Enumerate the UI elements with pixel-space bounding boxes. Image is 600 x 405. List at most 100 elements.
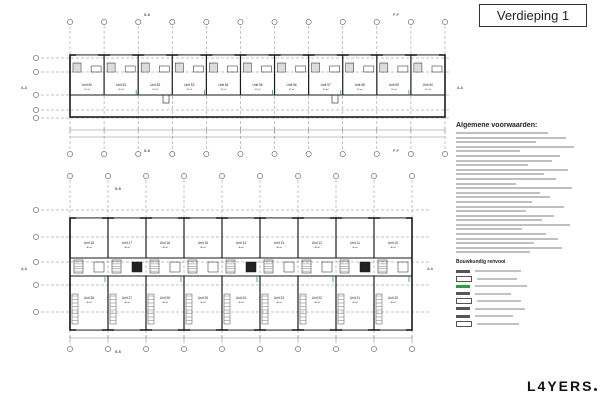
unit-label: Unit 11 — [350, 241, 360, 245]
grid-bubble-top — [135, 19, 142, 25]
legend-text-line — [475, 315, 513, 318]
unit-label: Unit 18 — [84, 241, 94, 245]
note-text-line — [456, 223, 570, 226]
grid-bubble-left — [33, 115, 39, 121]
bathroom-core — [243, 62, 252, 73]
unit-area: 48 m² — [162, 246, 168, 249]
legend-symbol-icon — [456, 269, 470, 273]
grid-bubble-top — [339, 19, 346, 25]
legend-text-line — [475, 270, 521, 273]
kitchen-unit — [363, 65, 375, 73]
grid-bubble-top — [257, 173, 263, 179]
legend-heading: Bouwkundig renvooi — [456, 259, 506, 266]
section-marker: A-A — [457, 86, 464, 90]
grid-bubble-left — [33, 92, 39, 98]
legend-symbol-icon — [456, 292, 470, 296]
kitchen-unit — [193, 65, 204, 73]
legend-text-line — [475, 292, 511, 295]
unit-label: Unit 56 — [287, 83, 297, 87]
grid-bubble-bottom — [271, 151, 278, 157]
note-text-line — [456, 132, 548, 134]
kitchen-unit — [261, 65, 272, 73]
kitchen-unit — [124, 65, 136, 73]
notes-heading: Algemene voorwaarden: — [456, 122, 538, 129]
grid-bubble-top — [295, 173, 301, 179]
bathroom-core — [339, 259, 350, 274]
note-text-line — [456, 154, 560, 157]
section-marker: P-P — [393, 149, 400, 153]
unit-label: Unit 59 — [389, 83, 399, 87]
unit-label: Unit 20 — [388, 296, 398, 300]
shaft — [359, 261, 371, 273]
unit-label: Unit 58 — [355, 83, 365, 87]
unit-label: Unit 24 — [236, 296, 246, 300]
grid-bubble-top — [409, 173, 415, 179]
unit-label: Unit 22 — [312, 296, 322, 300]
unit-area: 48 m² — [124, 246, 130, 249]
kitchen-unit — [295, 65, 306, 73]
kitchen-unit — [329, 65, 340, 73]
grid-bubble-left — [33, 259, 39, 265]
unit-label: Unit 28 — [84, 296, 94, 300]
grid-bubble-bottom — [67, 346, 73, 352]
legend-row — [456, 306, 586, 312]
legend-row — [456, 268, 586, 274]
grid-bubble-bottom — [295, 346, 301, 352]
unit-area: 48 m² — [124, 301, 130, 304]
unit-label: Unit 23 — [274, 296, 284, 300]
bathroom-core — [209, 62, 218, 73]
unit-label: Unit 52 — [150, 83, 160, 87]
legend-symbol-icon — [456, 298, 472, 305]
grid-bubble-bottom — [105, 346, 111, 352]
brand-dot-icon — [594, 388, 598, 391]
grid-bubble-top — [408, 19, 414, 25]
bathroom-core — [413, 62, 423, 73]
unit-area: 48 m² — [86, 246, 92, 249]
legend-text-line — [477, 322, 519, 325]
grid-bubble-bottom — [409, 346, 415, 352]
bathroom-core — [277, 62, 286, 73]
stair-core — [162, 94, 170, 104]
grid-bubble-left — [33, 207, 39, 213]
grid-bubble-top — [203, 19, 210, 25]
unit-area: 52 m² — [357, 88, 363, 91]
balcony — [223, 293, 231, 325]
grid-bubble-top — [67, 173, 73, 179]
grid-bubble-top — [371, 173, 377, 179]
unit-area: 48 m² — [162, 301, 168, 304]
section-marker: B-B — [144, 149, 151, 153]
note-text-line — [456, 164, 528, 167]
balcony — [375, 293, 383, 325]
grid-bubble-top — [373, 19, 380, 25]
kitchen-unit — [397, 65, 409, 73]
bathroom-core — [225, 259, 236, 274]
section-marker: A-A — [21, 86, 28, 90]
unit-area: 52 m² — [221, 88, 227, 91]
note-text-line — [456, 242, 534, 245]
note-text-line — [456, 182, 516, 185]
legend-row — [456, 291, 586, 297]
note-text-line — [456, 237, 558, 240]
unit-label: Unit 21 — [350, 296, 360, 300]
grid-bubble-top — [237, 19, 244, 25]
shaft — [93, 261, 105, 273]
legend-symbol-icon — [456, 275, 472, 282]
unit-area: 52 m² — [289, 88, 295, 91]
legend-row — [456, 275, 586, 282]
unit-label: Unit 51 — [116, 83, 126, 87]
shaft — [131, 261, 143, 273]
notes-body — [456, 132, 586, 254]
stair-core — [331, 94, 339, 104]
note-text-line — [456, 200, 532, 203]
kitchen-unit — [90, 65, 102, 73]
balcony — [337, 293, 345, 325]
note-text-line — [456, 251, 530, 254]
unit-area: 48 m² — [314, 301, 320, 304]
grid-bubble-top — [333, 173, 339, 179]
unit-label: Unit 10 — [388, 241, 398, 245]
legend-symbol-icon — [456, 320, 472, 327]
kitchen-unit — [159, 65, 170, 73]
legend-row — [456, 313, 586, 319]
grid-bubble-bottom — [305, 151, 312, 157]
